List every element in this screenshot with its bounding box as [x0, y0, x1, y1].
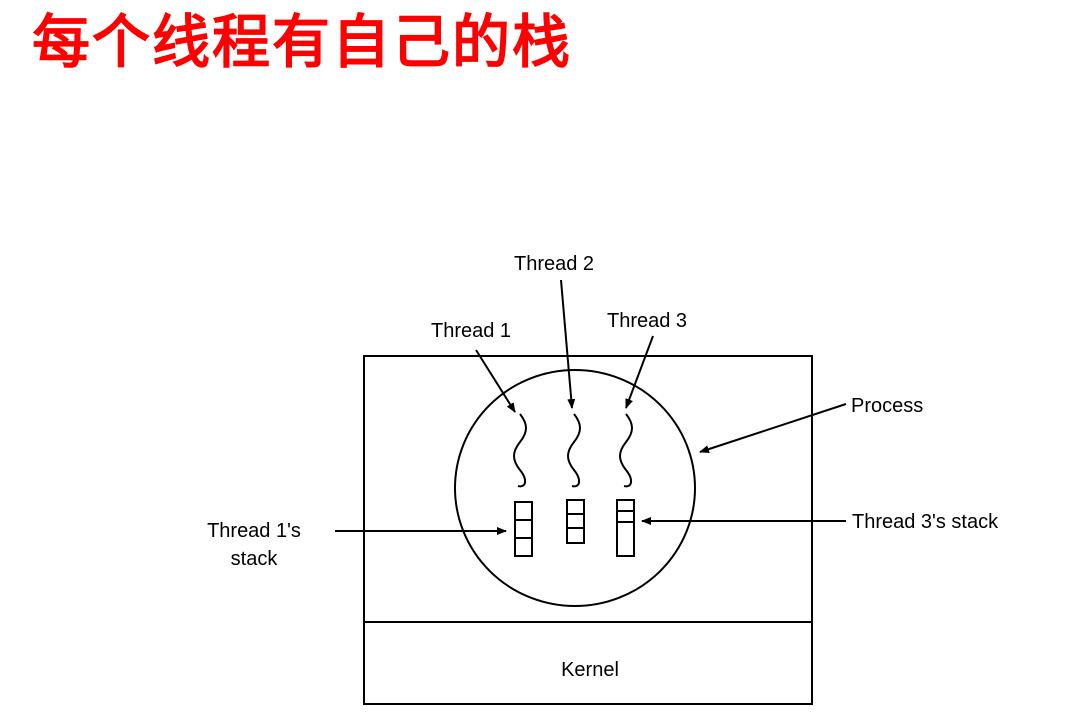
thread-3-squiggle [619, 413, 633, 488]
slide-title: 每个线程有自己的栈 [32, 8, 573, 76]
thread-1-label: Thread 1 [431, 320, 511, 342]
thread-2-label: Thread 2 [514, 253, 594, 275]
thread-1-stack-label-line2: stack [231, 548, 279, 570]
thread-1-stack-label-line1: Thread 1's [207, 520, 301, 542]
thread-1-arrow [475, 349, 516, 413]
process-arrow [699, 403, 847, 453]
thread-3-stack [616, 499, 635, 557]
thread-2-arrow [560, 279, 576, 409]
thread-1-stack [514, 501, 533, 557]
process-box [363, 355, 813, 623]
thread-1-squiggle [513, 413, 527, 488]
thread-3-arrow [625, 335, 654, 409]
thread-2-squiggle [567, 413, 581, 488]
thread-3-stack-label: Thread 3's stack [852, 511, 999, 533]
kernel-label: Kernel [561, 659, 619, 681]
process-label: Process [851, 395, 923, 417]
thread-3-label: Thread 3 [607, 310, 687, 332]
kernel-box [363, 621, 813, 705]
thread-2-stack [566, 499, 585, 544]
process-circle [454, 369, 696, 607]
